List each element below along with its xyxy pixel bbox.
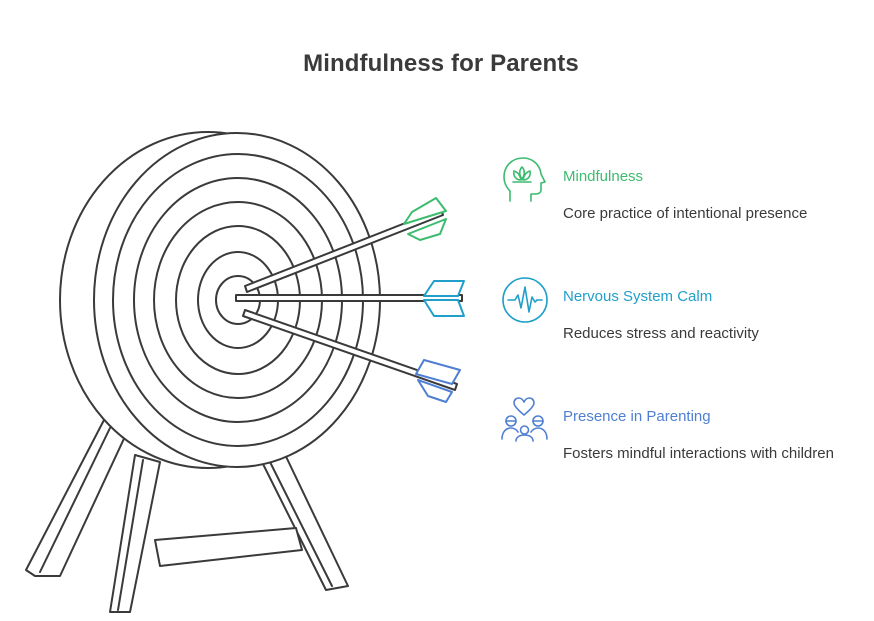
item-presence-parenting: Presence in Parenting Fosters mindful in… <box>500 395 870 475</box>
target-illustration <box>25 131 465 613</box>
item-description: Core practice of intentional presence <box>563 205 808 222</box>
item-mindfulness: Mindfulness Core practice of intentional… <box>500 155 870 235</box>
arrow-nervous-system <box>235 280 465 317</box>
item-description: Reduces stress and reactivity <box>563 325 759 342</box>
arrow-mindfulness <box>244 197 447 293</box>
arrow-presence <box>242 309 461 403</box>
item-label: Nervous System Calm <box>563 288 713 305</box>
pulse-heartbeat-icon <box>502 277 548 323</box>
page-title: Mindfulness for Parents <box>303 50 579 77</box>
item-label: Presence in Parenting <box>563 408 711 425</box>
easel-crossbar <box>154 527 303 567</box>
item-description: Fosters mindful interactions with childr… <box>563 445 834 462</box>
easel-leg-front <box>109 454 161 613</box>
mindful-head-lotus-icon <box>503 157 546 202</box>
item-label: Mindfulness <box>563 168 644 185</box>
easel-leg-right <box>255 443 349 591</box>
family-heart-icon <box>501 397 548 442</box>
easel-leg-left <box>25 419 129 577</box>
item-nervous-system: Nervous System Calm Reduces stress and r… <box>500 275 870 355</box>
